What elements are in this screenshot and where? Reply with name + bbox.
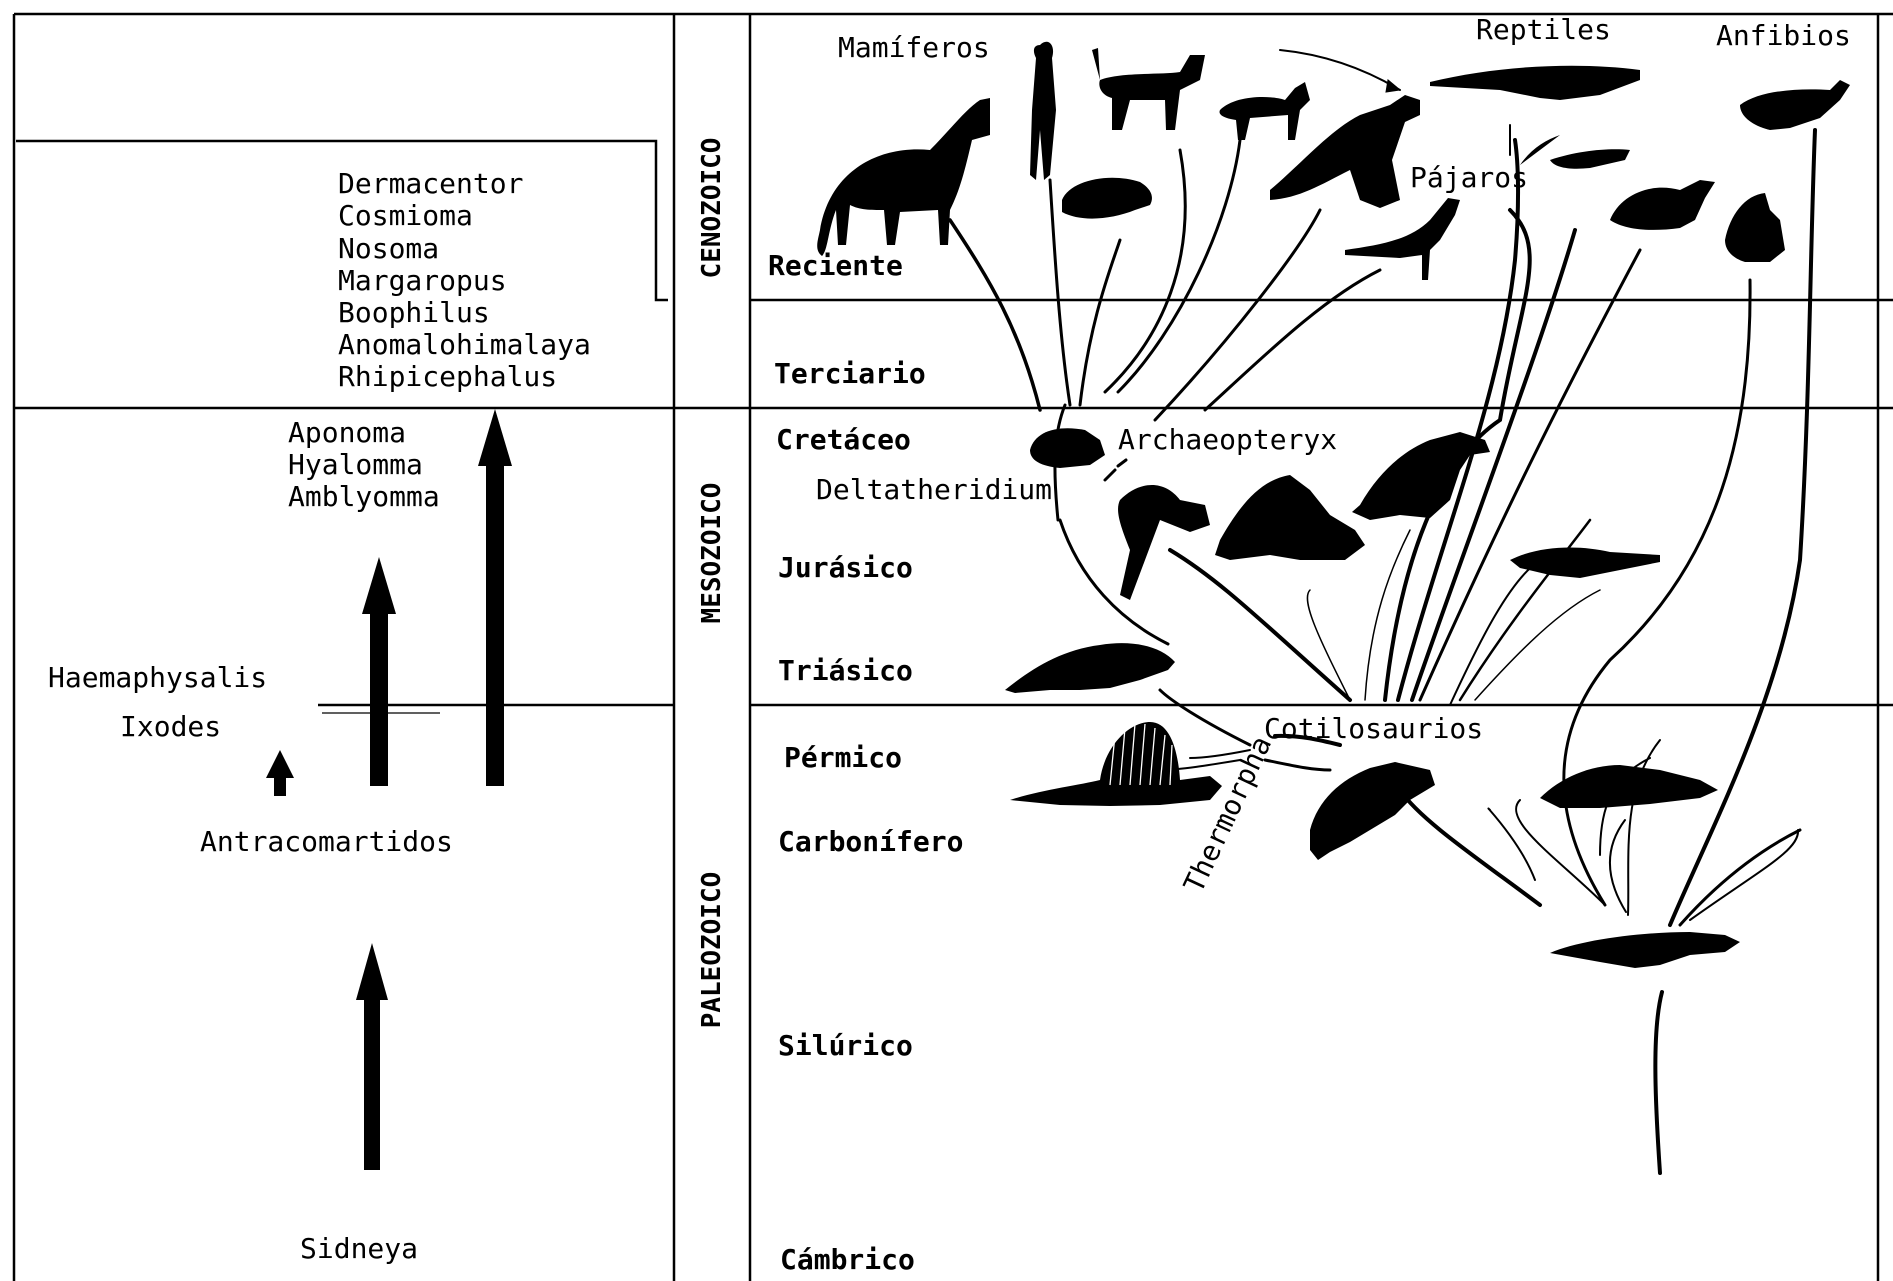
tick-genus: Rhipicephalus	[338, 360, 558, 393]
stegosaurus-silhouette	[1215, 475, 1365, 560]
phylogeny-branches	[948, 49, 1817, 1175]
period-jurassic: Jurásico	[778, 551, 913, 584]
label-pajaros: Pájaros	[1410, 161, 1529, 194]
period-cambrian: Cámbrico	[780, 1243, 915, 1276]
tick-genus: Anomalohimalaya	[338, 328, 591, 361]
label-anfibios: Anfibios	[1716, 19, 1851, 52]
era-paleozoic: PALEOZOICO	[697, 871, 727, 1029]
label-deltatheridium: Deltatheridium	[816, 473, 1053, 506]
tick-genus: Nosoma	[338, 232, 440, 265]
tick-genus: Amblyomma	[288, 480, 440, 513]
tick-genus: Dermacentor	[338, 167, 524, 200]
arrow-ixodes	[266, 750, 294, 796]
bird-silhouette	[1345, 198, 1460, 280]
crocodile-silhouette	[1430, 65, 1640, 100]
cenozoic-group-bracket	[16, 139, 668, 302]
grid-frame	[12, 12, 1893, 1281]
cotilosaur-silhouette	[1310, 762, 1435, 860]
silhouettes	[817, 41, 1850, 968]
turtle-silhouette	[1610, 180, 1715, 230]
tick-genus: Aponoma	[288, 416, 407, 449]
dog-silhouette	[1092, 48, 1205, 130]
tick-genus: Cosmioma	[338, 199, 473, 232]
ichthyosaur-silhouette	[1510, 547, 1660, 578]
human-silhouette	[1030, 41, 1056, 180]
arrow-haemaphysalis	[362, 557, 396, 786]
arrow-amblyomma	[478, 409, 512, 786]
dimetrodon-silhouette	[1010, 722, 1222, 806]
period-recent: Reciente	[768, 249, 903, 282]
horse-silhouette	[817, 98, 990, 256]
era-cenozoic: CENOZOICO	[697, 137, 727, 279]
tick-ixodes: Ixodes	[120, 710, 222, 743]
dimetrodon-sail-ribs	[1109, 723, 1173, 786]
tick-haemaphysalis: Haemaphysalis	[48, 661, 268, 694]
tick-arrows	[266, 409, 512, 1170]
era-mesozoic: MESOZOICO	[697, 482, 727, 624]
tick-antracomartidos: Antracomartidos	[200, 825, 453, 858]
theropod-silhouette	[1352, 432, 1490, 520]
frog-silhouette	[1725, 193, 1785, 262]
period-tertiary: Terciario	[774, 357, 926, 390]
deltatheridium-silhouette	[1030, 428, 1105, 468]
period-triassic: Triásico	[778, 654, 913, 687]
tick-genus: Margaropus	[338, 264, 507, 297]
arrow-sidneya	[356, 943, 388, 1170]
tick-genus: Hyalomma	[288, 448, 423, 481]
cat-silhouette	[1219, 82, 1310, 140]
triassic-reptile-silhouette	[1005, 643, 1175, 693]
label-mamiferos: Mamíferos	[838, 31, 990, 64]
period-cretaceous: Cretáceo	[776, 423, 911, 456]
tick-sidneya: Sidneya	[300, 1232, 419, 1265]
label-cotilosaurios: Cotilosaurios	[1264, 712, 1484, 745]
tick-genus: Boophilus	[338, 296, 490, 329]
salamander-silhouette	[1740, 80, 1850, 130]
hedgehog-silhouette	[1062, 177, 1152, 219]
kangaroo-silhouette	[1270, 95, 1420, 208]
lizard-silhouette	[1520, 135, 1630, 169]
label-archaeopteryx: Archaeopteryx	[1118, 423, 1338, 456]
permian-reptile-silhouette	[1540, 765, 1718, 808]
period-carboniferous: Carbonífero	[778, 825, 964, 858]
period-silurian: Silúrico	[778, 1029, 913, 1062]
period-permian: Pérmico	[784, 741, 903, 774]
archaeopteryx-silhouette	[1118, 485, 1210, 600]
label-reptiles: Reptiles	[1476, 13, 1611, 46]
fish-silhouette	[1550, 932, 1740, 968]
